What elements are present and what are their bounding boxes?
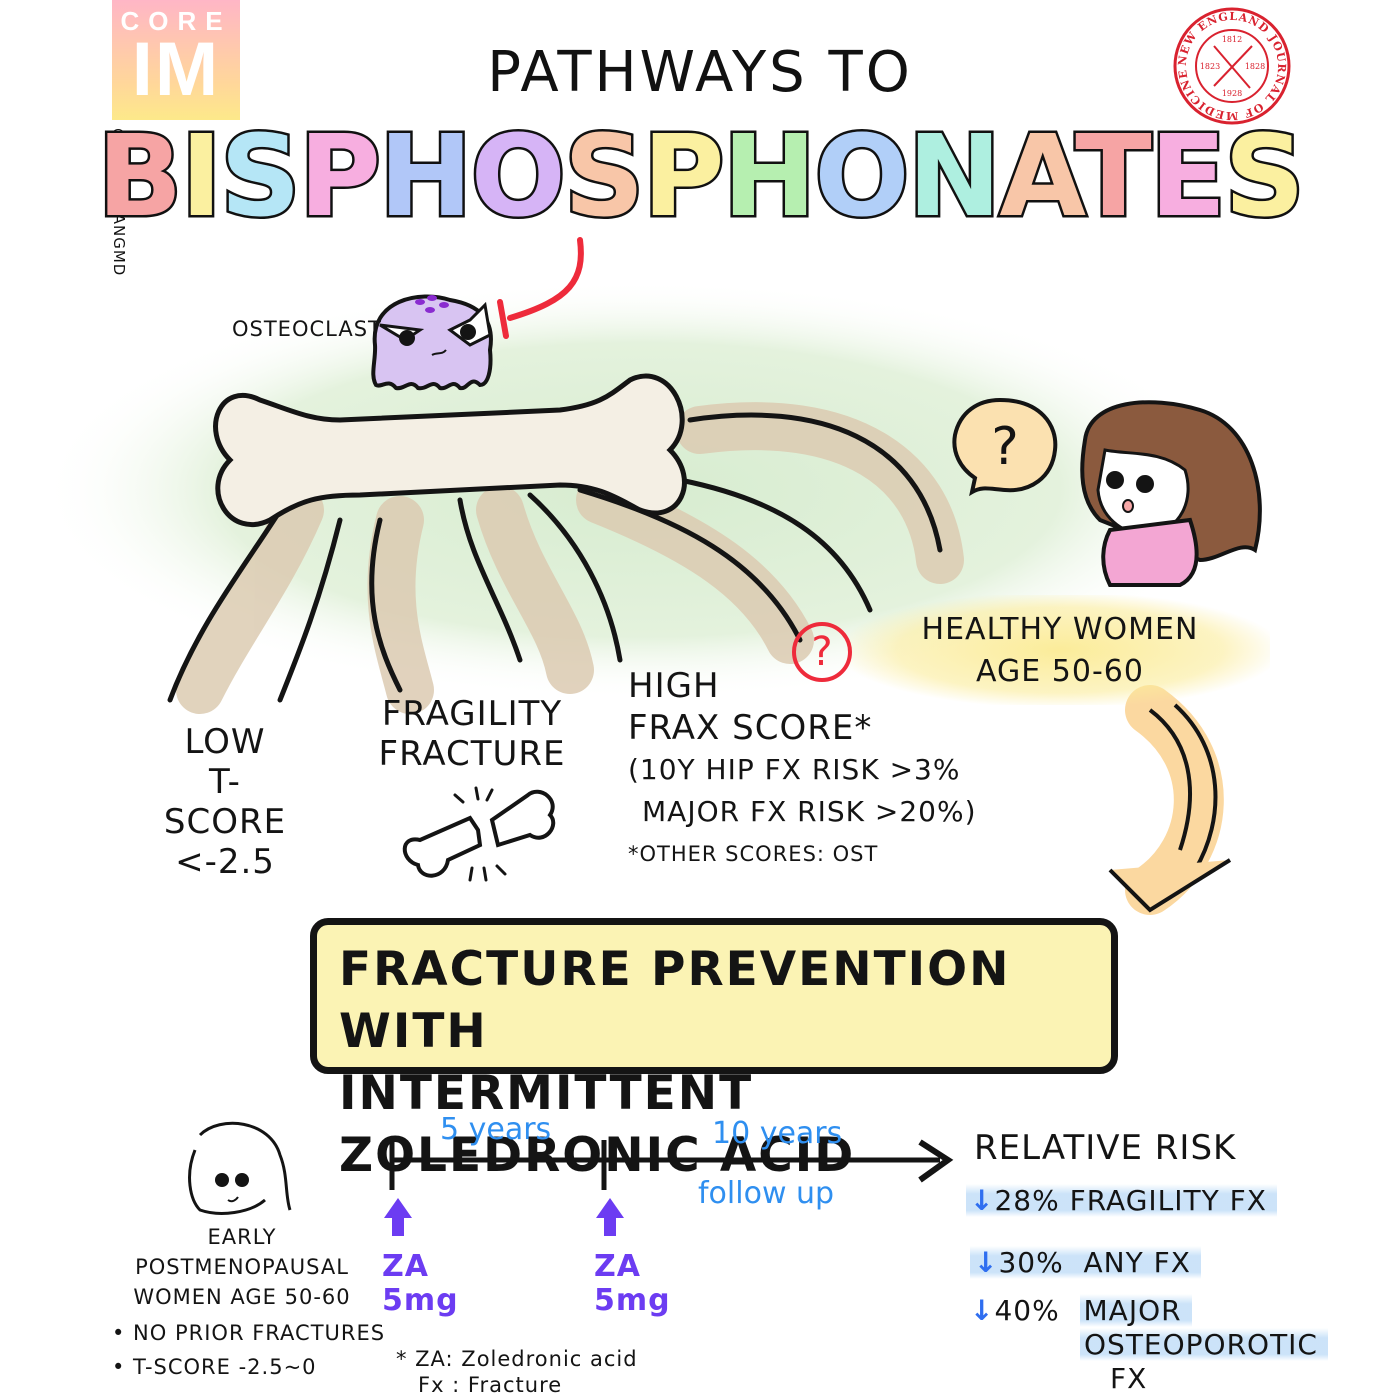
title-letter: T bbox=[1073, 110, 1154, 245]
inhibit-arrow-icon bbox=[507, 237, 584, 321]
down-arrow-icon: ↓ bbox=[974, 1246, 999, 1279]
title-letter: A bbox=[997, 110, 1080, 245]
pathway-low-tscore-line1: LOW bbox=[184, 722, 266, 762]
population-line3: WOMEN AGE 50-60 bbox=[133, 1285, 351, 1309]
pathway-frax-detail1: (10Y HIP FX RISK >3% bbox=[628, 753, 961, 786]
nejm-seal-icon: NEW ENGLAND JOURNAL OF MEDICINE 1812 182… bbox=[1173, 7, 1291, 125]
pathway-frax-line2: FRAX SCORE* bbox=[628, 708, 873, 748]
period-follow-up: follow up bbox=[698, 1176, 835, 1211]
broken-bone-icon bbox=[402, 789, 556, 878]
title-letter: E bbox=[1147, 110, 1228, 245]
title-letter: O bbox=[812, 110, 912, 245]
relative-risk-title: RELATIVE RISK bbox=[974, 1128, 1237, 1168]
dose-2-amount: 5mg bbox=[594, 1283, 671, 1318]
study-population: EARLY POSTMENOPAUSAL WOMEN AGE 50-60 bbox=[112, 1222, 372, 1312]
pathway-low-tscore: LOW T-SCORE <-2.5 bbox=[150, 722, 300, 882]
footnote-fx: Fx : Fracture bbox=[418, 1373, 563, 1397]
dose-2-drug: ZA bbox=[594, 1249, 641, 1284]
conclusion-line1: FRACTURE PREVENTION WITH bbox=[339, 942, 1011, 1059]
footnote-za: * ZA: Zoledronic acid bbox=[396, 1347, 638, 1371]
title-letter: O bbox=[468, 110, 568, 245]
rr-item-any: ↓30% ANY FX bbox=[970, 1246, 1201, 1280]
bone-icon bbox=[213, 373, 687, 528]
pathway-healthy-women: HEALTHY WOMEN AGE 50-60 bbox=[850, 595, 1270, 705]
title-letter: B bbox=[95, 110, 185, 245]
dose-arrow-1 bbox=[384, 1198, 412, 1236]
page-title: BISPHOSPHONATES bbox=[0, 110, 1400, 245]
criteria-no-prior-fractures: • NO PRIOR FRACTURES bbox=[112, 1321, 386, 1345]
rr-value: 28% bbox=[994, 1184, 1060, 1217]
pathway-low-tscore-line3: <-2.5 bbox=[175, 842, 275, 882]
timeline bbox=[384, 1139, 954, 1236]
title-letter: S bbox=[561, 110, 647, 245]
rr-value: 40% bbox=[994, 1294, 1060, 1327]
pathway-fragility-line2: FRACTURE bbox=[378, 734, 566, 774]
down-arrow-icon: ↓ bbox=[970, 1184, 995, 1217]
rr-value: 30% bbox=[998, 1246, 1064, 1279]
rr-item-fragility: ↓28% FRAGILITY FX bbox=[966, 1184, 1277, 1218]
period-10-years: 10 years bbox=[712, 1116, 843, 1151]
population-line2: POSTMENOPAUSAL bbox=[135, 1255, 349, 1279]
study-criteria: • NO PRIOR FRACTURES • T-SCORE -2.5~0 bbox=[112, 1316, 385, 1384]
logo-top-text: CORE bbox=[120, 6, 232, 36]
osteoclast-label: OSTEOCLAST bbox=[232, 317, 382, 341]
subtitle: PATHWAYS TO bbox=[487, 40, 913, 105]
seal-year-bottom: 1928 bbox=[1222, 89, 1242, 98]
title-letter: S bbox=[1222, 110, 1308, 245]
rr-outcome-line1: MAJOR bbox=[1079, 1294, 1192, 1327]
rr-outcome: ANY FX bbox=[1083, 1246, 1191, 1279]
dose-1: ZA 5mg bbox=[368, 1240, 459, 1330]
red-question-mark: ? bbox=[811, 629, 833, 675]
dose-1-amount: 5mg bbox=[382, 1283, 459, 1318]
down-arrow-icon: ↓ bbox=[970, 1294, 995, 1327]
seal-year-top: 1812 bbox=[1222, 35, 1242, 44]
rr-outcome-line3: FX bbox=[1110, 1362, 1148, 1395]
title-letter: P bbox=[640, 110, 727, 245]
study-woman-icon bbox=[188, 1121, 292, 1215]
title-letter: H bbox=[720, 110, 819, 245]
conclusion-box: FRACTURE PREVENTION WITH INTERMITTENT ZO… bbox=[310, 918, 1118, 1183]
pathway-healthy-line1: HEALTHY WOMEN bbox=[921, 612, 1199, 647]
pathway-high-frax: HIGH FRAX SCORE* (10Y HIP FX RISK >3% MA… bbox=[628, 665, 977, 875]
dose-1-drug: ZA bbox=[382, 1249, 429, 1284]
logo-bottom-text: IM bbox=[131, 27, 221, 112]
title-letter: N bbox=[905, 110, 1004, 245]
pathway-streams bbox=[176, 402, 964, 714]
title-letter: I bbox=[178, 110, 225, 245]
pathway-frax-note: *OTHER SCORES: OST bbox=[628, 842, 879, 866]
dose-arrow-2 bbox=[596, 1198, 624, 1236]
title-letter: H bbox=[376, 110, 475, 245]
seal-year-left: 1823 bbox=[1200, 62, 1220, 71]
pathway-frax-detail2: MAJOR FX RISK >20%) bbox=[642, 795, 977, 828]
speech-bubble-icon: ? bbox=[952, 397, 1058, 497]
rr-outcome-line2: OSTEOPOROTIC bbox=[1080, 1328, 1328, 1361]
dose-arrows bbox=[384, 1198, 624, 1236]
rr-item-major: ↓40% MAJOR OSTEOPOROTIC FX bbox=[970, 1294, 1328, 1396]
dose-2: ZA 5mg bbox=[580, 1240, 671, 1330]
author-handle: @JIMINHWANGMD bbox=[110, 128, 128, 277]
pathway-low-tscore-line2: T-SCORE bbox=[163, 762, 287, 842]
criteria-tscore: • T-SCORE -2.5~0 bbox=[112, 1355, 317, 1379]
osteoclast-icon bbox=[371, 294, 493, 391]
period-5-years: 5 years bbox=[440, 1112, 552, 1147]
core-im-logo: CORE IM bbox=[112, 0, 240, 120]
timeline-arrowhead bbox=[918, 1139, 954, 1183]
woman-figure-icon bbox=[1080, 400, 1262, 587]
seal-year-right: 1828 bbox=[1245, 62, 1265, 71]
title-letter: P bbox=[296, 110, 383, 245]
pathway-fragility-fracture: FRAGILITY FRACTURE bbox=[362, 694, 582, 774]
rr-outcome: FRAGILITY FX bbox=[1069, 1184, 1267, 1217]
pathway-fragility-line1: FRAGILITY bbox=[381, 694, 563, 734]
fracture-lines bbox=[453, 786, 507, 882]
red-question-icon: ? bbox=[792, 622, 852, 682]
population-line1: EARLY bbox=[207, 1225, 277, 1249]
footnote: * ZA: Zoledronic acid Fx : Fracture bbox=[396, 1346, 638, 1398]
conclusion-line2: INTERMITTENT ZOLEDRONIC ACID bbox=[339, 1066, 856, 1183]
speech-bubble-question: ? bbox=[991, 417, 1019, 477]
pathway-healthy-line2: AGE 50-60 bbox=[976, 654, 1144, 689]
pathway-frax-line1: HIGH bbox=[628, 666, 720, 706]
title-letter: S bbox=[218, 110, 304, 245]
